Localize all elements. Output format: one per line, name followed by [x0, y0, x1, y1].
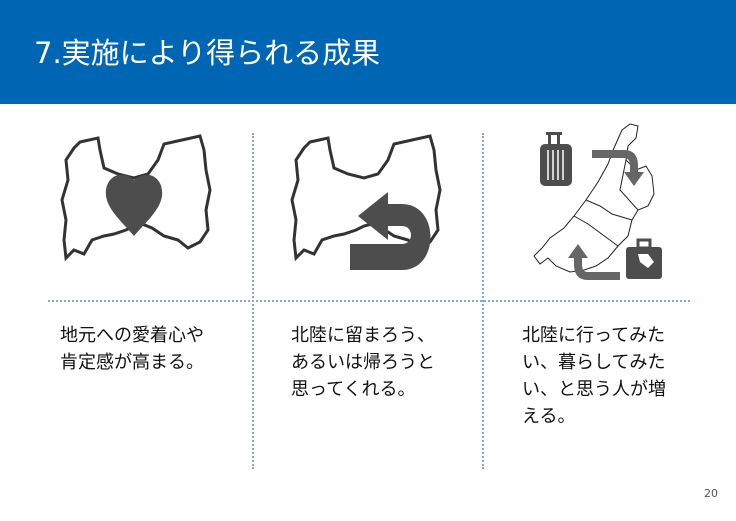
- page-number: 20: [704, 487, 718, 500]
- outcome-text-2: 北陸に留まろう、あるいは帰ろうと思ってくれる。: [291, 325, 435, 400]
- outcome-text-3: 北陸に行ってみたい、暮らしてみたい、と思う人が増える。: [522, 325, 666, 427]
- briefcase-icon: [626, 238, 662, 279]
- toyama-map-return-arrow-icon: [290, 134, 442, 270]
- row-divider: [48, 300, 690, 302]
- toyama-map-heart-icon: [60, 134, 212, 262]
- outcome-text-1: 地元への愛着心や肯定感が高まる。: [60, 325, 204, 373]
- slide-title: 7.実施により得られる成果: [34, 36, 381, 70]
- hokuriku-map-luggage-icon: [533, 123, 662, 280]
- slide-header: 7.実施により得られる成果: [0, 0, 736, 104]
- suitcase-icon: [540, 132, 572, 186]
